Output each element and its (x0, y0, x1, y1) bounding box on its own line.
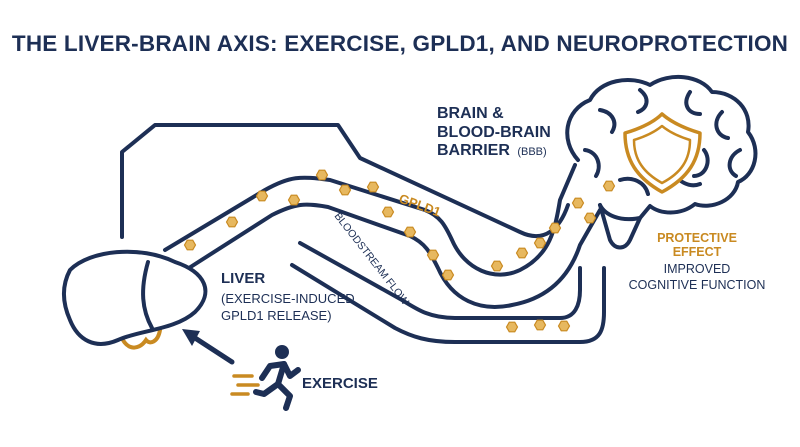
vessel-upper (120, 123, 570, 239)
brain-label-line1: BRAIN & (437, 105, 504, 122)
cognitive-label-line1: IMPROVED (664, 262, 731, 276)
liver-sublabel-line1: (EXERCISE-INDUCED (221, 291, 355, 306)
bloodstream-tube-inner (176, 202, 602, 309)
arrow-icon (182, 329, 235, 365)
liver-sublabel-line2: GPLD1 RELEASE) (221, 308, 332, 323)
vessel-lower-loop (298, 241, 582, 320)
protective-label-line1: PROTECTIVE (657, 231, 737, 245)
runner-icon (230, 345, 301, 411)
svg-text:BARRIER (BBB): BARRIER (BBB) (437, 142, 547, 159)
liver-label: LIVER (221, 270, 265, 287)
bloodstream-tube-outer (163, 163, 577, 277)
cognitive-label-line2: COGNITIVE FUNCTION (629, 278, 766, 292)
brain-icon (565, 74, 758, 250)
brain-label-line2: BLOOD-BRAIN (437, 124, 551, 141)
brain-label-abbr: (BBB) (517, 146, 546, 158)
page-title: THE LIVER-BRAIN AXIS: EXERCISE, GPLD1, A… (11, 31, 789, 56)
liver-icon (62, 249, 208, 350)
brain-label-line3: BARRIER (437, 142, 510, 159)
vessel-lower-outer (290, 263, 606, 344)
exercise-label: EXERCISE (302, 375, 378, 392)
protective-label-line2: EFFECT (673, 245, 722, 259)
shield-icon (623, 112, 702, 194)
